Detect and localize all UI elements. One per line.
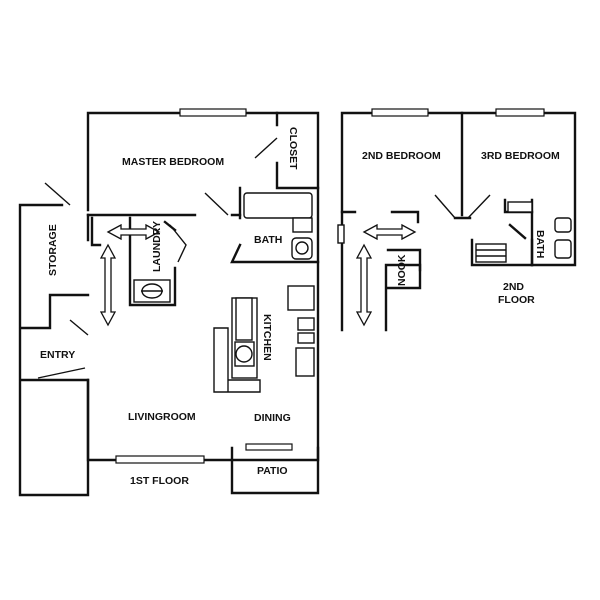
bath-2-label: BATH (534, 230, 546, 258)
kitchen-counter-top (235, 297, 253, 341)
laundry-wall (86, 213, 177, 307)
nook-wall (386, 248, 422, 290)
toilet (291, 237, 313, 260)
bath-wall (230, 186, 320, 264)
first-floor-label: 1ST FLOOR (130, 475, 189, 487)
left-right-arrow-icon (106, 223, 161, 241)
entry-door-swing (69, 319, 89, 336)
second-floor-label-line1: 2ND (503, 281, 524, 293)
storage-label: STORAGE (47, 224, 59, 276)
linen-shelf (475, 243, 507, 263)
master-door-swing (204, 192, 229, 216)
bathtub (243, 192, 313, 219)
dishwasher (297, 317, 315, 331)
sink-basin (235, 345, 253, 363)
nook-shelf (337, 224, 345, 244)
patio-label: PATIO (257, 465, 288, 477)
bedroom-2-door-swing (434, 194, 456, 219)
storage-wall (18, 203, 90, 497)
dining-label: DINING (254, 412, 291, 424)
up-down-arrow-icon-2 (355, 243, 373, 327)
laundry-door-swing (169, 224, 187, 263)
cabinet (297, 332, 315, 344)
laundry-label: LAUNDRY (151, 221, 163, 272)
patio-wall (230, 446, 320, 495)
bath-2-tub (507, 201, 533, 213)
bedroom-2-window (371, 108, 429, 117)
livingroom-label: LIVINGROOM (128, 411, 196, 423)
living-window (115, 455, 205, 464)
patio-door (245, 443, 293, 451)
bath-2-toilet (554, 239, 572, 259)
bedroom-3-door-swing (467, 194, 491, 219)
master-bedroom-label: MASTER BEDROOM (122, 156, 224, 168)
bath-sink (292, 217, 313, 233)
up-down-arrow-icon (99, 243, 117, 327)
closet-door-swing (254, 137, 278, 159)
bedroom-2-bottom-wall (340, 210, 420, 224)
nook-label: NOOK (396, 254, 408, 286)
kitchen-label: KITCHEN (261, 314, 273, 361)
bedroom-3-window (495, 108, 545, 117)
second-floor-plan (337, 108, 577, 332)
closet-label: CLOSET (287, 127, 299, 170)
kitchen-island (213, 327, 261, 393)
fridge (295, 347, 315, 377)
bath-2-sink (554, 217, 572, 233)
left-right-arrow-icon-2 (362, 223, 417, 241)
first-floor-plan (18, 108, 320, 497)
master-window (179, 108, 247, 117)
bedroom-3-label: 3RD BEDROOM (481, 150, 560, 162)
second-floor-outer-wall (340, 111, 577, 332)
second-floor-label-line2: FLOOR (498, 294, 535, 306)
bedroom-2-label: 2ND BEDROOM (362, 150, 441, 162)
entry-door (37, 367, 86, 379)
toilet-bowl (295, 241, 309, 255)
first-floor-outer-wall (86, 111, 320, 462)
storage-door-swing (44, 182, 71, 206)
stove (287, 285, 315, 311)
bath-label: BATH (254, 234, 282, 246)
entry-label: ENTRY (40, 349, 75, 361)
closet-wall (275, 111, 320, 190)
